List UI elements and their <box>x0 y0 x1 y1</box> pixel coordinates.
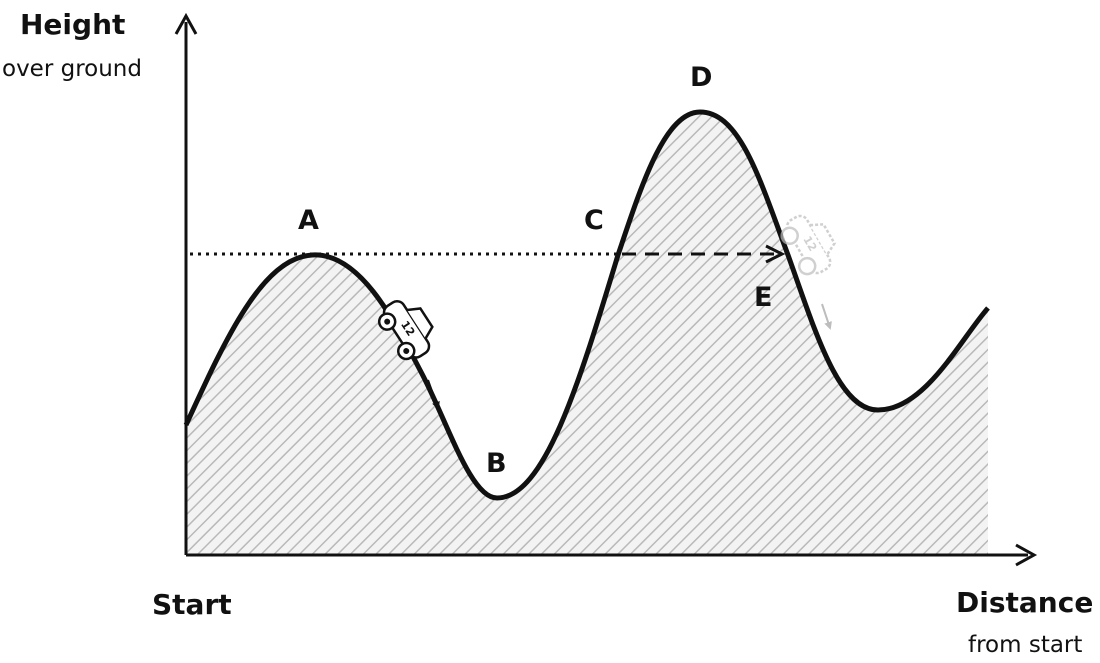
point-a-label: A <box>298 205 319 236</box>
point-c-label: C <box>584 205 604 236</box>
point-e-label: E <box>754 282 773 313</box>
y-axis-subtitle: over ground <box>2 56 142 82</box>
toy-car-ghost-icon: 12 <box>780 214 836 276</box>
car-motion-arrow <box>427 379 440 410</box>
x-axis-arrowhead <box>1015 543 1038 567</box>
hill-area <box>186 112 988 555</box>
x-axis-title: Distance <box>956 586 1094 619</box>
level-arrowhead <box>765 244 786 264</box>
track-curve <box>183 109 990 501</box>
y-axis-title: Height <box>20 8 126 41</box>
point-d-label: D <box>690 62 713 93</box>
ghost-car-motion-arrow <box>821 303 832 330</box>
point-b-label: B <box>486 448 507 479</box>
x-axis-subtitle: from start <box>968 632 1083 658</box>
y-axis-arrowhead <box>174 12 198 35</box>
origin-label: Start <box>152 588 232 621</box>
toy-car-icon: 12 <box>377 300 434 361</box>
